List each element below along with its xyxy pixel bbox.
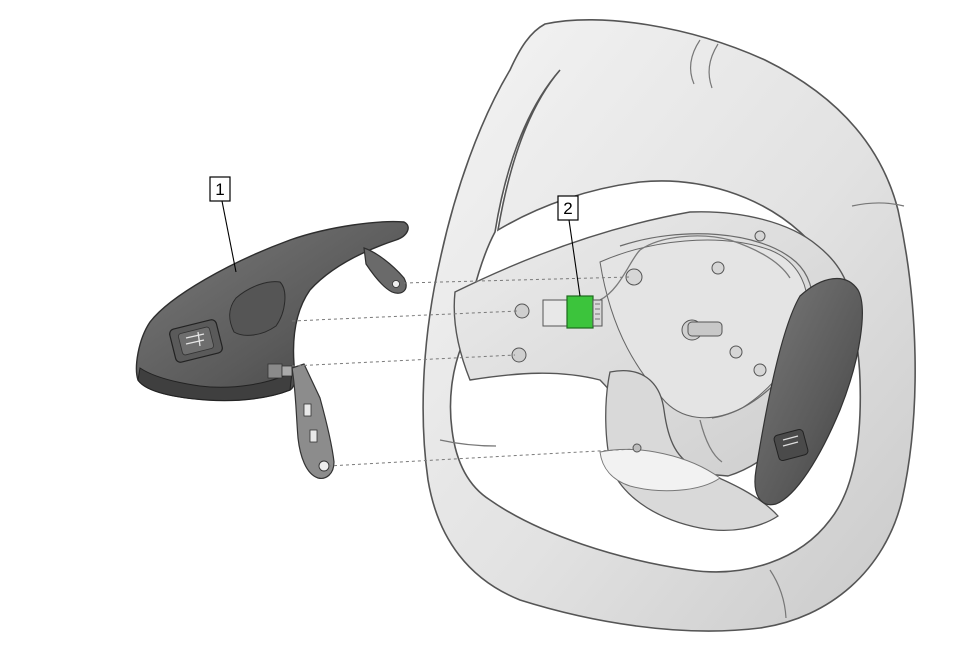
bracket-slot-2 — [309, 429, 318, 443]
callout-1-number: 1 — [215, 180, 224, 199]
leader-line-3 — [291, 354, 516, 367]
switch-mounting-bracket — [291, 363, 335, 479]
connector-face — [592, 299, 603, 327]
electrical-connector — [566, 295, 603, 329]
switch-ear-hole — [392, 280, 400, 288]
hub-bolt-1 — [514, 303, 530, 319]
hub-stud-5 — [729, 345, 743, 359]
callout-2-box — [557, 195, 579, 221]
wiring-harness — [599, 235, 791, 463]
leader-line-4 — [327, 448, 635, 467]
switch-lower-button-face — [178, 326, 214, 356]
callout-2-leader — [568, 219, 581, 297]
connector-body — [566, 295, 594, 329]
bracket-plate — [291, 363, 335, 479]
steering-wheel-switch-assembly — [135, 220, 409, 402]
hub-stud-6 — [753, 363, 767, 377]
callout-1-leader — [221, 200, 237, 273]
rim-seam-bottom — [769, 569, 787, 619]
switch-upper-pad — [229, 281, 286, 336]
switch-connector-tab-2 — [281, 365, 293, 377]
rim-seam-top — [690, 39, 701, 85]
bracket-slot-1 — [303, 403, 312, 417]
switch-connector-tab — [267, 363, 283, 379]
harness-clip — [542, 299, 570, 327]
switch-mounting-ear — [363, 247, 407, 294]
leader-line-1 — [403, 276, 631, 284]
assembly-leader-lines — [291, 276, 635, 467]
switch-button-symbol — [185, 331, 205, 347]
rim-seam-left — [439, 439, 497, 447]
hub-column-shaft — [687, 321, 723, 337]
rim-seam-top-2 — [708, 43, 719, 89]
leader-line-2 — [291, 310, 519, 322]
lower-spoke-hole — [632, 443, 642, 453]
right-switch-symbol — [782, 435, 799, 447]
callout-2: 2 — [557, 195, 581, 297]
hub-stud-3 — [711, 261, 725, 275]
switch-bezel-lip — [137, 367, 293, 401]
rim-seam-right — [851, 202, 905, 207]
hub-bolt-2 — [511, 347, 527, 363]
callout-1-box — [209, 176, 231, 202]
connector-pins — [595, 303, 600, 320]
right-switch-button — [773, 428, 809, 462]
lower-spoke-window — [599, 449, 721, 492]
bracket-hole — [318, 460, 330, 472]
callout-2-number: 2 — [563, 199, 572, 218]
steering-wheel — [422, 18, 916, 632]
hub-stud-4 — [754, 230, 766, 242]
callout-1: 1 — [209, 176, 237, 273]
